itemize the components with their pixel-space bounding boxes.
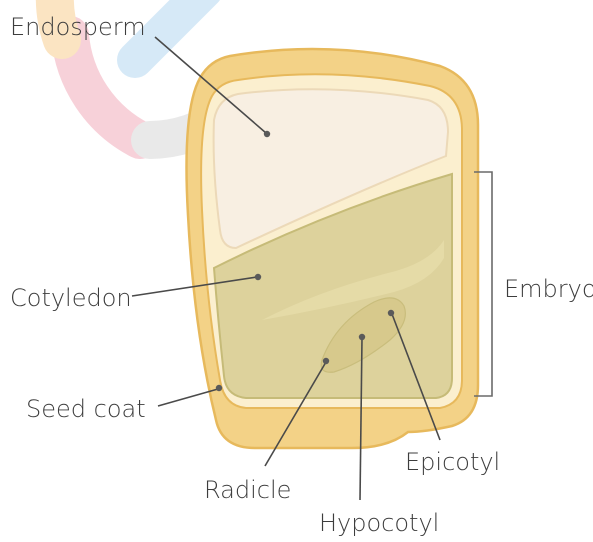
label-embryo: Embryo (504, 275, 593, 303)
seed-coat-leader (158, 389, 218, 406)
label-hypocotyl: Hypocotyl (319, 509, 439, 537)
label-epicotyl: Epicotyl (405, 448, 500, 476)
radicle-dot (323, 358, 329, 364)
label-seed-coat: Seed coat (26, 395, 146, 423)
endosperm-dot (264, 131, 270, 137)
epicotyl-dot (388, 310, 394, 316)
seed-coat-dot (216, 385, 222, 391)
label-radicle: Radicle (204, 476, 291, 504)
label-cotyledon: Cotyledon (10, 284, 132, 312)
hypocotyl-dot (359, 334, 365, 340)
cotyledon-dot (255, 274, 261, 280)
label-endosperm: Endosperm (10, 13, 146, 41)
